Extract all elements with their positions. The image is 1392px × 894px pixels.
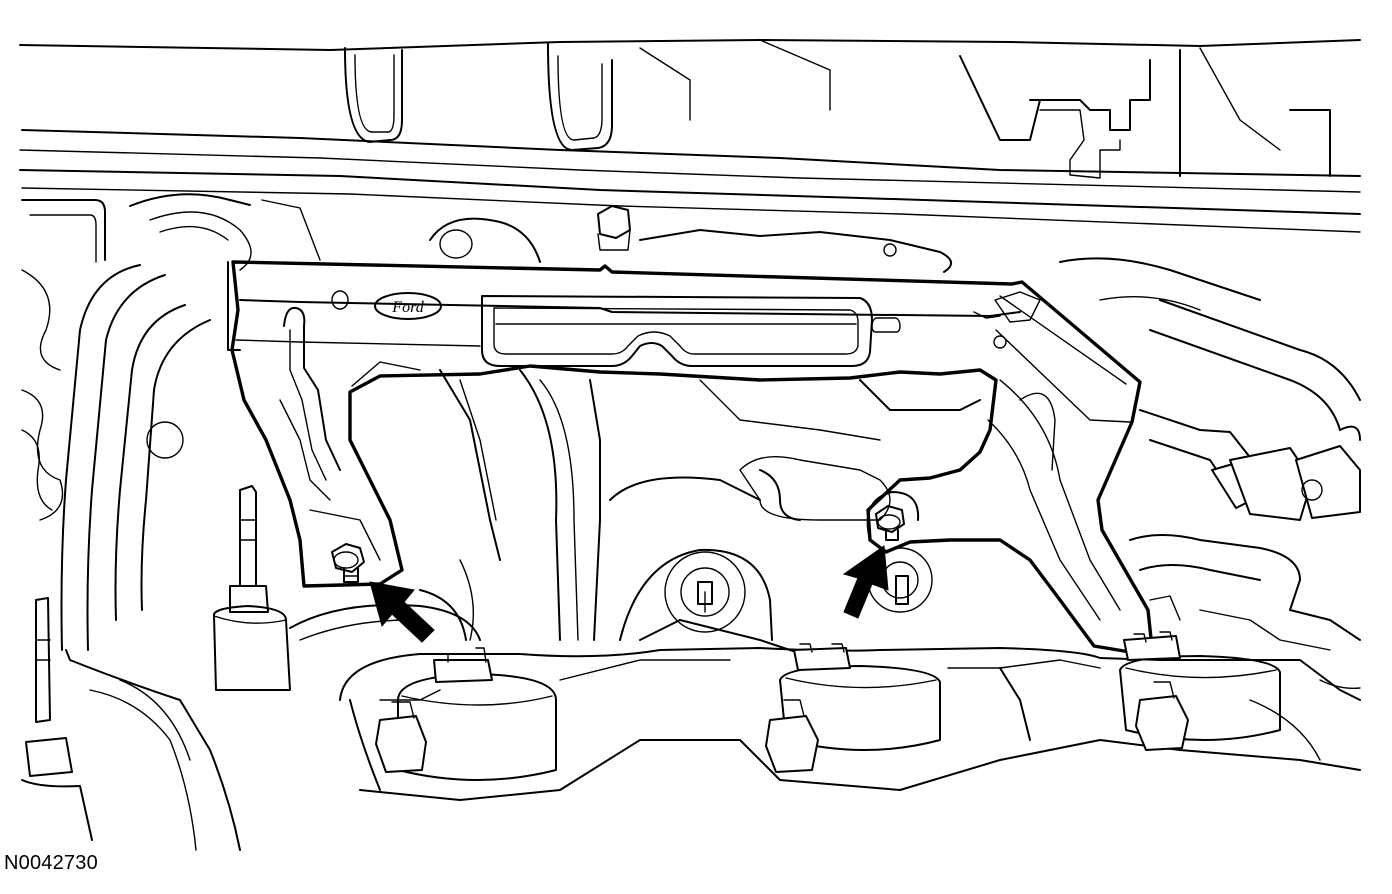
lower-intake-runners <box>339 631 1361 801</box>
ford-logo-text: Ford <box>391 299 424 316</box>
figure-id-label: N0042730 <box>4 852 98 874</box>
left-studs <box>21 485 481 851</box>
ignition-coil-1 <box>375 647 557 781</box>
right-mount-nut <box>866 491 920 541</box>
arrow-left-nut-icon <box>369 581 435 643</box>
left-hoses <box>21 193 321 651</box>
center-manifold <box>419 369 981 661</box>
arrow-right-nut-icon <box>842 545 889 619</box>
left-mount-nut <box>331 543 365 583</box>
ignition-coil-3 <box>1119 631 1281 751</box>
right-hoses <box>1129 409 1361 690</box>
main-bracket: Ford <box>227 260 1154 654</box>
ignition-coil-2 <box>765 643 941 773</box>
arrow-icon <box>369 545 889 643</box>
upper-cowl <box>19 39 1361 233</box>
upper-center-bolt <box>429 205 1361 431</box>
ford-logo-oval <box>374 292 442 320</box>
